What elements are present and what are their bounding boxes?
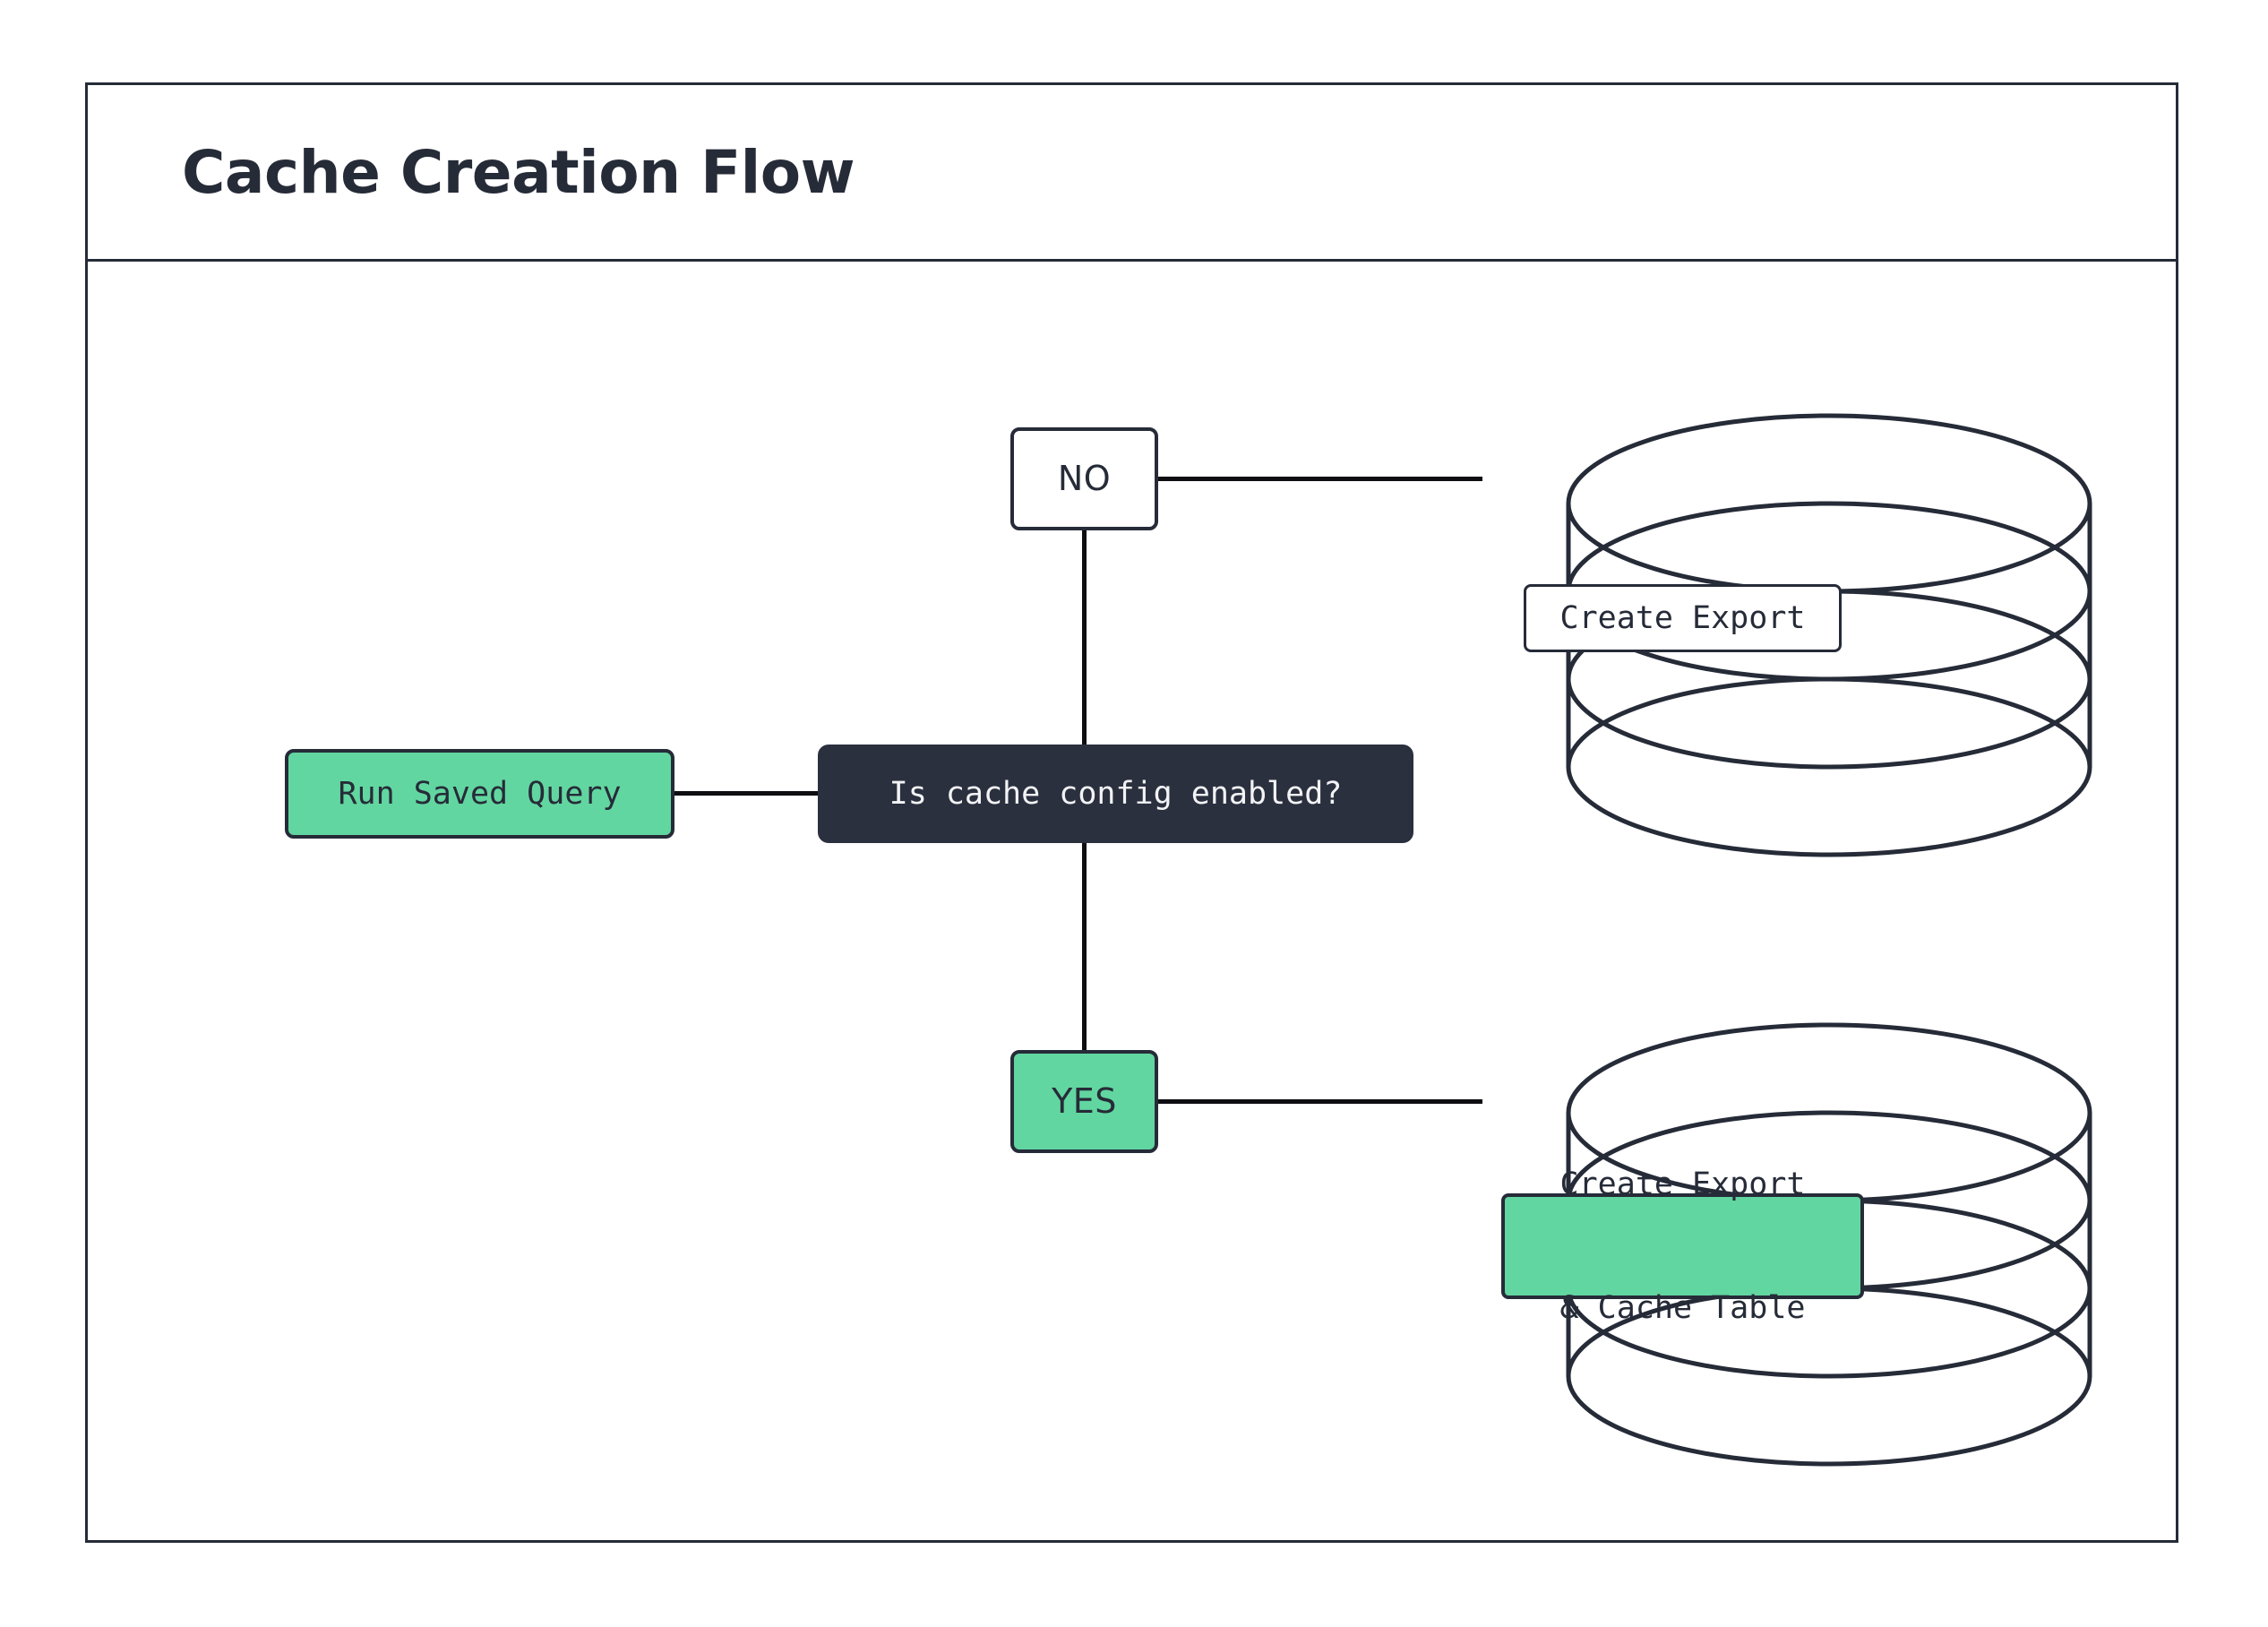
edge-no-to-db-export bbox=[1155, 477, 1482, 481]
edge-decision-to-yes bbox=[1082, 840, 1087, 1052]
edge-yes-to-db-export-cache bbox=[1155, 1099, 1482, 1104]
node-db-export-cache-label-line1: Create Export bbox=[1559, 1166, 1806, 1202]
node-branch-yes[interactable]: YES bbox=[1010, 1050, 1158, 1153]
node-decision-cache-config[interactable]: Is cache config enabled? bbox=[818, 745, 1413, 843]
node-db-export-label: Create Export bbox=[1559, 599, 1806, 636]
node-run-saved-query[interactable]: Run Saved Query bbox=[285, 749, 674, 839]
node-branch-no[interactable]: NO bbox=[1010, 427, 1158, 530]
edge-decision-to-no bbox=[1082, 529, 1087, 747]
diagram-frame: Cache Creation Flow bbox=[85, 82, 2178, 1543]
node-run-saved-query-label: Run Saved Query bbox=[338, 775, 622, 812]
node-branch-no-label: NO bbox=[1057, 459, 1112, 499]
diagram-header: Cache Creation Flow bbox=[88, 85, 2176, 262]
page-title: Cache Creation Flow bbox=[182, 137, 855, 207]
node-db-export-cache-label-line2: & Cache Table bbox=[1559, 1290, 1806, 1327]
node-db-export-cache-label-plate[interactable]: Create Export & Cache Table bbox=[1501, 1166, 1864, 1326]
node-db-export-label-plate[interactable]: Create Export bbox=[1524, 584, 1842, 652]
edge-query-to-decision bbox=[673, 791, 820, 796]
node-branch-yes-label: YES bbox=[1052, 1081, 1117, 1122]
diagram-canvas: Run Saved Query Is cache config enabled?… bbox=[88, 262, 2176, 1543]
node-decision-label: Is cache config enabled? bbox=[889, 775, 1343, 812]
